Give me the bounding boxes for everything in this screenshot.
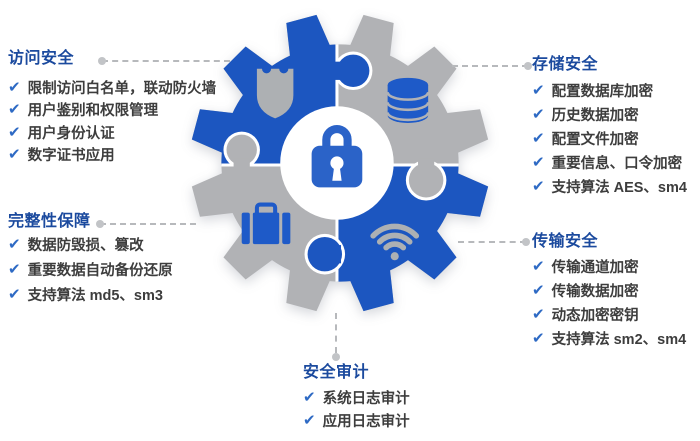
feature-text: 应用日志审计 bbox=[322, 414, 410, 430]
feature-text: 历史数据加密 bbox=[551, 107, 639, 124]
feature-text: 支持算法 AES、sm4 bbox=[551, 179, 687, 196]
feature-text: 重要数据自动备份还原 bbox=[27, 263, 173, 279]
checkmark-icon: ✔ bbox=[8, 101, 21, 119]
feature-item: ✔ 系统日志审计 bbox=[303, 386, 410, 409]
feature-item: ✔ 数字证书应用 bbox=[8, 144, 216, 167]
section-transmission-security: 传输安全 ✔ 传输通道加密 ✔ 传输数据加密 ✔ 动态加密密钥 ✔ 支持算法 sm2、s… bbox=[532, 232, 686, 350]
connector-dot bbox=[96, 220, 104, 228]
connector-dot bbox=[98, 57, 106, 65]
puzzle-tab-top bbox=[329, 51, 373, 91]
feature-item: ✔ 传输通道加密 bbox=[532, 254, 686, 278]
checkmark-icon: ✔ bbox=[8, 286, 21, 303]
wifi-icon bbox=[370, 223, 420, 261]
section-title: 存储安全 bbox=[532, 56, 599, 73]
feature-item: ✔ 用户身份认证 bbox=[8, 121, 216, 144]
section-storage-security: 存储安全 ✔ 配置数据库加密 ✔ 历史数据加密 ✔ 配置文件加密 ✔ 重要信息、口令加密… bbox=[532, 55, 687, 198]
checkmark-icon: ✔ bbox=[532, 81, 545, 99]
feature-text: 数据防毁损、篡改 bbox=[27, 238, 144, 254]
feature-item: ✔ 支持算法 md5、sm3 bbox=[8, 282, 173, 307]
section-integrity-protection: 完整性保障 ✔ 数据防毁损、篡改 ✔ 重要数据自动备份还原 ✔ 支持算法 md5、sm… bbox=[8, 212, 173, 307]
feature-item: ✔ 重要信息、口令加密 bbox=[532, 150, 687, 174]
connector-dot bbox=[524, 62, 532, 70]
feature-text: 传输通道加密 bbox=[551, 259, 639, 276]
checkmark-icon: ✔ bbox=[532, 257, 545, 275]
connector-audit bbox=[332, 313, 340, 361]
feature-text: 限制访问白名单，联动防火墙 bbox=[27, 80, 217, 97]
checkmark-icon: ✔ bbox=[532, 177, 545, 195]
section-title: 传输安全 bbox=[532, 233, 599, 250]
puzzle-tab-bottom bbox=[304, 233, 346, 275]
feature-text: 支持算法 sm2、sm4 bbox=[551, 331, 687, 348]
feature-item: ✔ 应用日志审计 bbox=[303, 409, 410, 432]
connector-dot bbox=[522, 238, 530, 246]
connector-transmission bbox=[458, 238, 530, 246]
section-access-security: 访问安全 ✔ 限制访问白名单，联动防火墙 ✔ 用户鉴别和权限管理 ✔ 用户身份认证 ✔… bbox=[8, 49, 216, 166]
feature-text: 系统日志审计 bbox=[322, 391, 410, 407]
checkmark-icon: ✔ bbox=[532, 153, 545, 171]
feature-text: 数字证书应用 bbox=[27, 148, 115, 165]
section-security-audit: 安全审计 ✔ 系统日志审计 ✔ 应用日志审计 bbox=[303, 363, 410, 432]
feature-item: ✔ 配置数据库加密 bbox=[532, 78, 687, 102]
feature-item: ✔ 动态加密密钥 bbox=[532, 302, 686, 326]
checkmark-icon: ✔ bbox=[532, 281, 545, 299]
feature-item: ✔ 限制访问白名单，联动防火墙 bbox=[8, 76, 216, 99]
checkmark-icon: ✔ bbox=[8, 78, 21, 96]
checkmark-icon: ✔ bbox=[532, 329, 545, 347]
checkmark-icon: ✔ bbox=[8, 261, 21, 278]
lock-icon bbox=[311, 125, 363, 188]
feature-text: 支持算法 md5、sm3 bbox=[27, 288, 163, 304]
feature-text: 动态加密密钥 bbox=[551, 307, 639, 324]
feature-text: 用户鉴别和权限管理 bbox=[27, 103, 159, 120]
shield-icon bbox=[256, 64, 294, 119]
feature-item: ✔ 重要数据自动备份还原 bbox=[8, 257, 173, 282]
checkmark-icon: ✔ bbox=[303, 389, 316, 406]
connector-storage bbox=[452, 62, 532, 70]
feature-item: ✔ 配置文件加密 bbox=[532, 126, 687, 150]
feature-text: 配置数据库加密 bbox=[551, 83, 654, 100]
feature-text: 传输数据加密 bbox=[551, 283, 639, 300]
connector-dot bbox=[332, 353, 340, 361]
section-title: 完整性保障 bbox=[8, 213, 91, 230]
checkmark-icon: ✔ bbox=[532, 305, 545, 323]
feature-item: ✔ 用户鉴别和权限管理 bbox=[8, 99, 216, 122]
security-gear-graphic bbox=[191, 14, 489, 312]
section-title: 安全审计 bbox=[303, 364, 370, 381]
database-icon bbox=[386, 77, 430, 123]
feature-text: 重要信息、口令加密 bbox=[551, 155, 683, 172]
checkmark-icon: ✔ bbox=[8, 236, 21, 253]
puzzle-tab-left bbox=[223, 131, 260, 170]
checkmark-icon: ✔ bbox=[532, 129, 545, 147]
feature-item: ✔ 支持算法 AES、sm4 bbox=[532, 174, 687, 198]
checkmark-icon: ✔ bbox=[532, 105, 545, 123]
feature-text: 配置文件加密 bbox=[551, 131, 639, 148]
connector-access bbox=[98, 57, 230, 65]
section-title: 访问安全 bbox=[8, 50, 75, 67]
checkmark-icon: ✔ bbox=[303, 412, 316, 429]
puzzle-tab-right bbox=[405, 158, 447, 201]
connector-integrity bbox=[96, 220, 196, 228]
checkmark-icon: ✔ bbox=[8, 146, 21, 164]
feature-item: ✔ 传输数据加密 bbox=[532, 278, 686, 302]
feature-text: 用户身份认证 bbox=[27, 125, 115, 142]
briefcase-icon bbox=[241, 202, 291, 245]
feature-item: ✔ 数据防毁损、篡改 bbox=[8, 232, 173, 257]
feature-item: ✔ 历史数据加密 bbox=[532, 102, 687, 126]
checkmark-icon: ✔ bbox=[8, 123, 21, 141]
feature-item: ✔ 支持算法 sm2、sm4 bbox=[532, 326, 686, 350]
